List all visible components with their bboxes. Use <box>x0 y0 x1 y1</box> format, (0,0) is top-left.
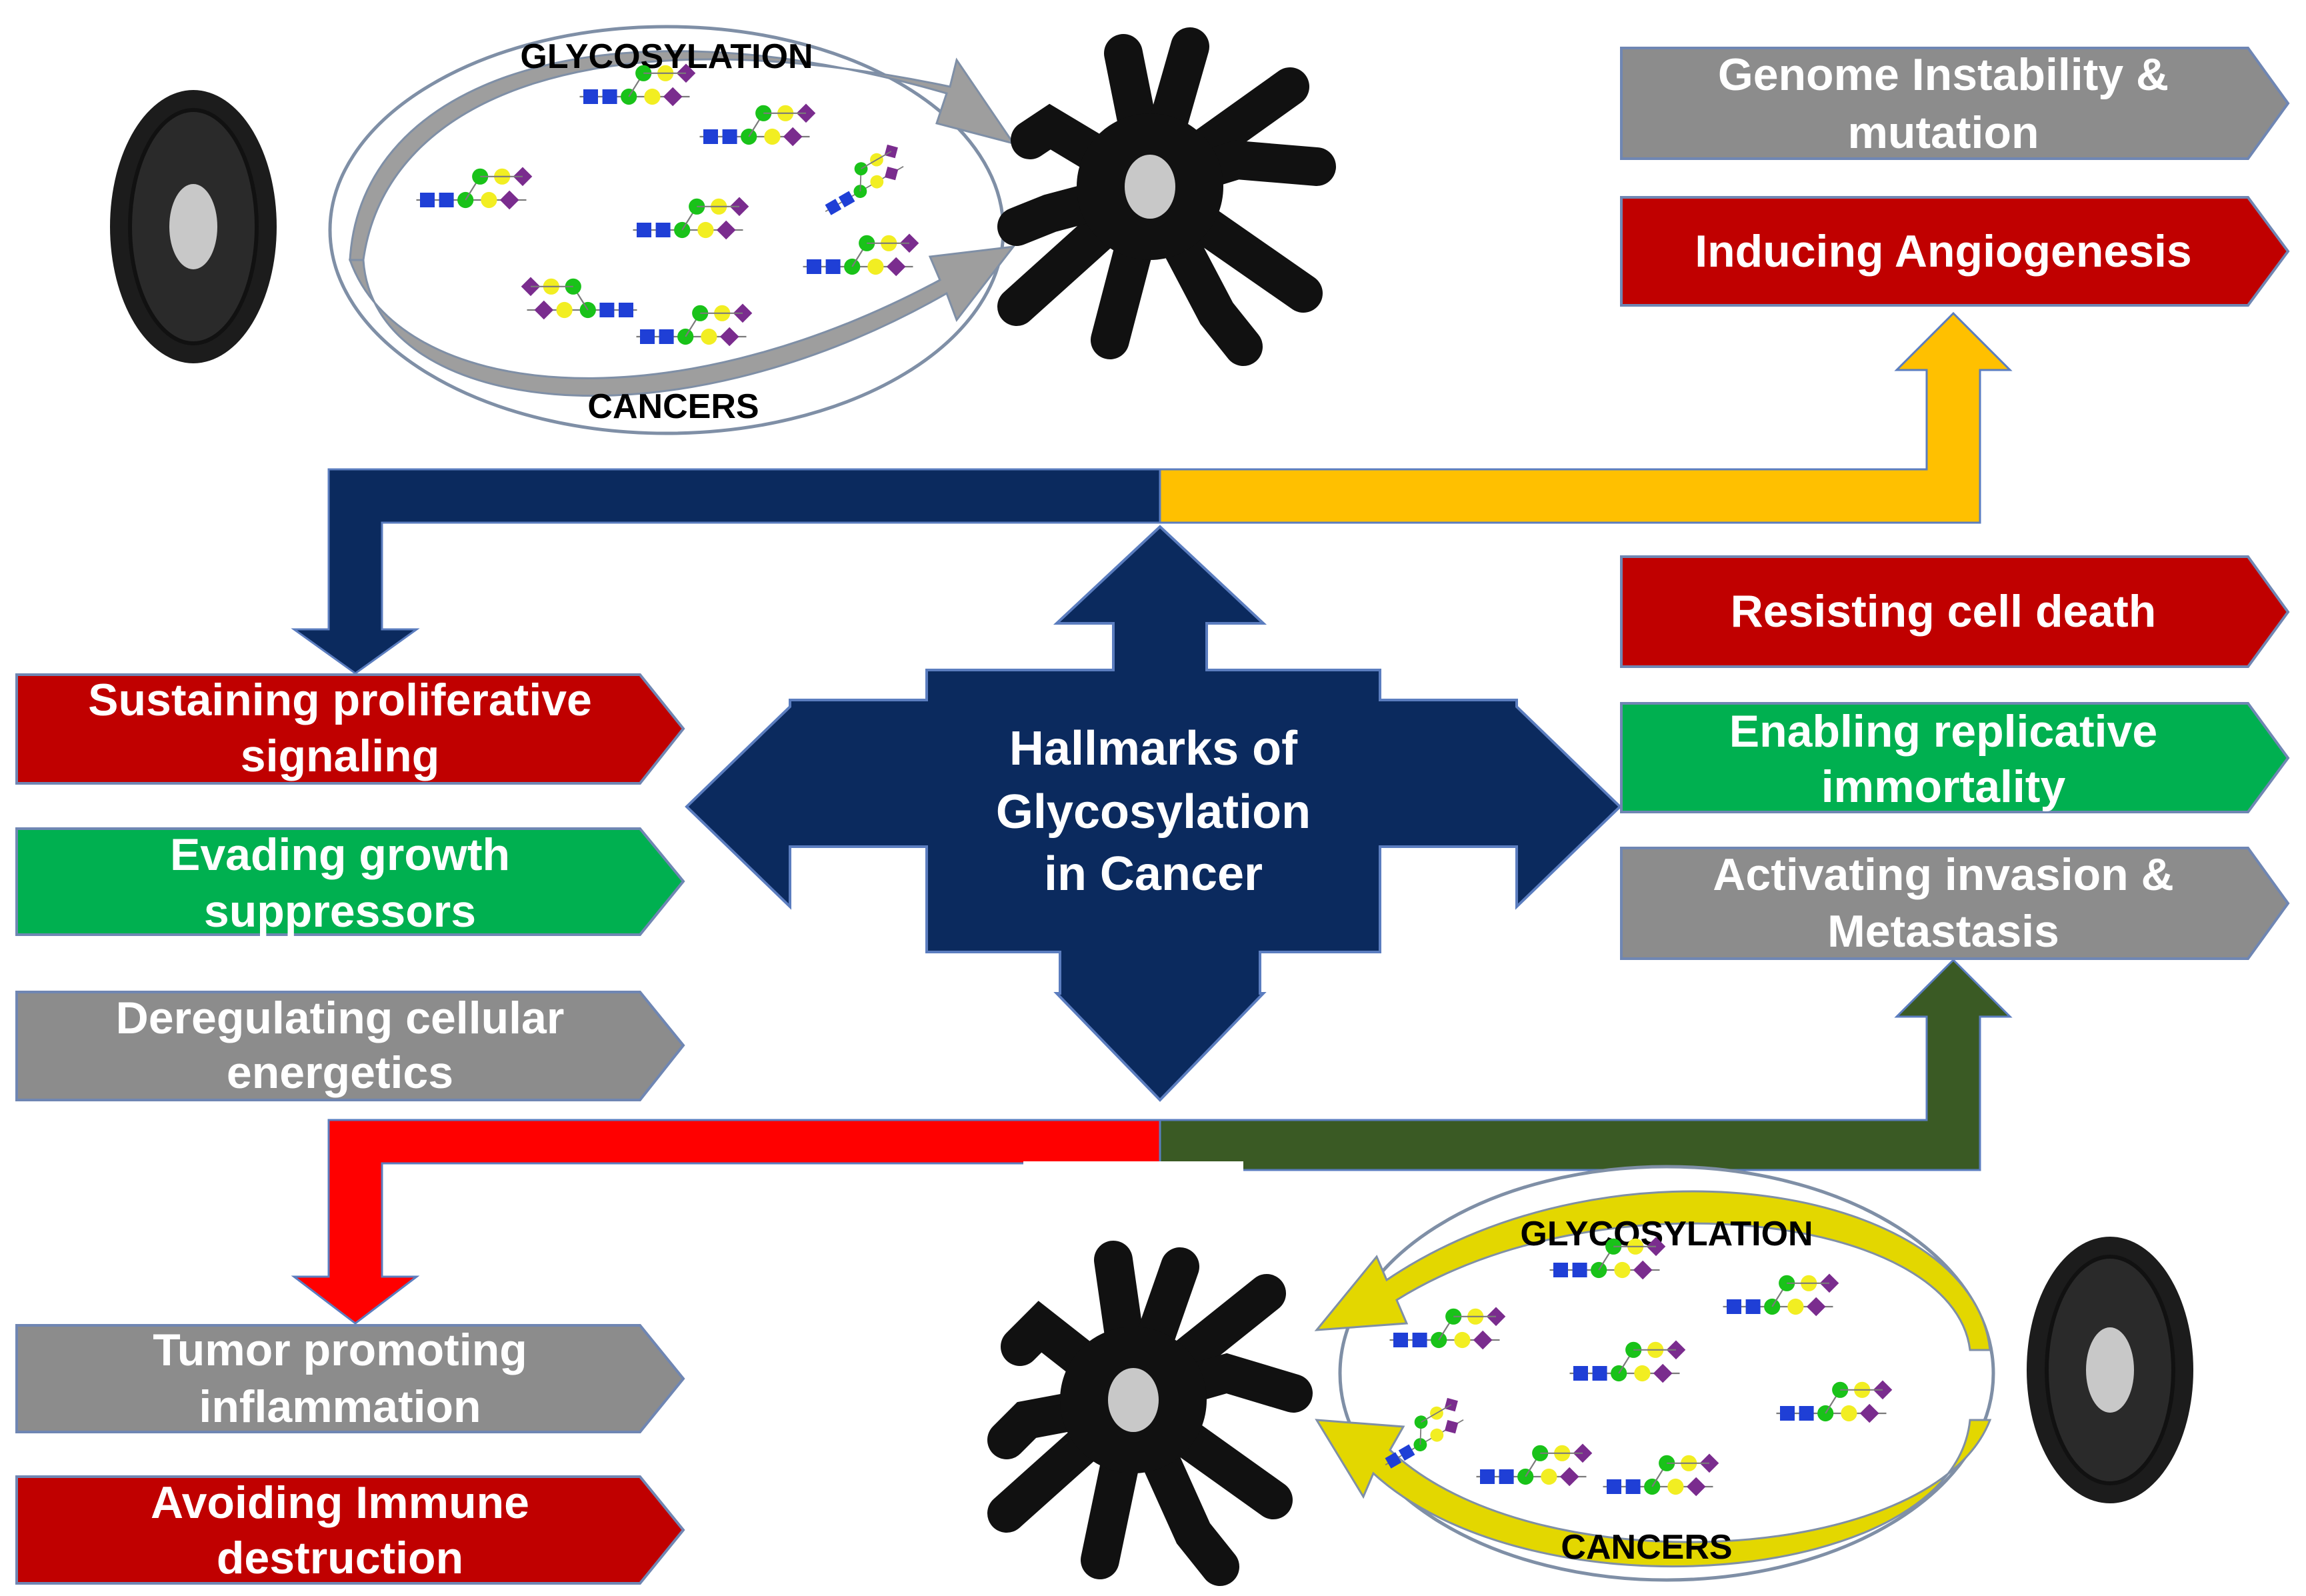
top-glycosylation-cycle: GLYCOSYLATION CANCERS <box>328 25 1016 435</box>
bottom-glycosylation-cycle: GLYCOSYLATION CANCERS <box>1314 1165 1995 1582</box>
hallmark-immune-line-1: Avoiding Immune <box>151 1477 529 1528</box>
hallmark-evading-growth-suppressors: Evading growth suppressors <box>15 827 685 937</box>
hallmark-energetics-line-2: energetics <box>227 1047 453 1098</box>
hallmark-replicative-line-1: Enabling replicative <box>1729 706 2157 757</box>
hallmark-inflammation-line-2: inflammation <box>199 1381 481 1432</box>
hallmark-cell-death-line-1: Resisting cell death <box>1731 586 2157 637</box>
hallmark-growth-line-1: Evading growth <box>170 829 510 880</box>
normal-cell-icon <box>110 90 277 363</box>
center-title-line-1: Hallmarks of <box>1009 722 1298 775</box>
hallmark-proliferative-line-1: Sustaining proliferative <box>88 675 592 725</box>
bottom-cycle-lower-arrow <box>1315 1419 1992 1568</box>
center-hallmarks-cross: Hallmarks of Glycosylation in Cancer <box>685 525 1622 1102</box>
hallmark-inducing-angiogenesis: Inducing Angiogenesis <box>1620 196 2290 307</box>
hallmark-resisting-cell-death: Resisting cell death <box>1620 555 2290 668</box>
hallmark-genome-line-2: mutation <box>1847 107 2039 158</box>
hallmark-energetics-line-1: Deregulating cellular <box>116 993 565 1043</box>
connector-gap <box>1023 1161 1243 1173</box>
hallmark-tumor-inflammation: Tumor promoting inflammation <box>15 1324 685 1433</box>
hallmark-growth-line-2: suppressors <box>204 886 476 937</box>
hallmark-genome-instability: Genome Instability & mutation <box>1620 47 2290 160</box>
connector-top-left <box>291 468 1161 675</box>
hallmark-replicative-immortality: Enabling replicative immortality <box>1620 702 2290 813</box>
top-cycle-label-cancers: CANCERS <box>587 387 759 426</box>
hallmark-genome-line-1: Genome Instability & <box>1718 49 2169 100</box>
connector-top-right <box>1159 311 2013 524</box>
bottom-cycle-upper-arrow <box>1314 1190 1991 1351</box>
center-title-line-2: Glycosylation <box>996 785 1311 839</box>
connector-bottom-left <box>291 1119 1161 1325</box>
hallmark-inflammation-line-1: Tumor promoting <box>153 1325 527 1375</box>
hallmark-invasion-line-1: Activating invasion & <box>1713 849 2173 900</box>
hallmark-invasion-metastasis: Activating invasion & Metastasis <box>1620 847 2290 960</box>
top-cycle-lower-arrow <box>348 245 1016 397</box>
bottom-cycle-label-glycosylation: GLYCOSYLATION <box>1520 1215 1813 1253</box>
hallmark-invasion-line-2: Metastasis <box>1827 906 2059 957</box>
hallmark-deregulating-energetics: Deregulating cellular energetics <box>15 991 685 1101</box>
bottom-cycle-label-cancers: CANCERS <box>1561 1528 1732 1567</box>
normal-cell-icon <box>2027 1237 2193 1503</box>
hallmark-avoiding-immune-destruction: Avoiding Immune destruction <box>15 1475 685 1585</box>
hallmark-angiogenesis-line-1: Inducing Angiogenesis <box>1695 226 2192 277</box>
connector-bottom-right <box>1159 958 2013 1171</box>
center-title-line-3: in Cancer <box>1044 847 1263 901</box>
hallmark-proliferative-line-2: signaling <box>241 731 439 781</box>
hallmark-immune-line-2: destruction <box>217 1533 463 1583</box>
hallmark-replicative-line-2: immortality <box>1821 761 2066 812</box>
cancer-cell-icon <box>987 1241 1313 1586</box>
cancer-cell-icon <box>997 27 1336 366</box>
hallmark-sustaining-proliferative: Sustaining proliferative signaling <box>15 673 685 785</box>
